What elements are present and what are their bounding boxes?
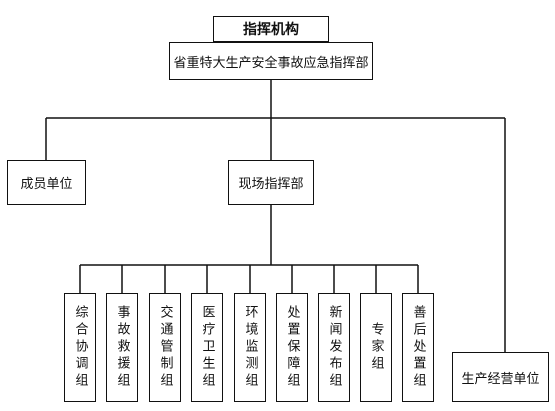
group-box-7: 新闻发布组: [318, 293, 350, 402]
group-box-6: 处置保障组: [276, 293, 308, 402]
group-box-4: 医疗卫生组: [191, 293, 223, 402]
member-units-box: 成员单位: [7, 160, 86, 205]
group-box-9: 善后处置组: [402, 293, 434, 402]
group-box-2: 事故救援组: [106, 293, 138, 402]
group-box-3: 交通管制组: [149, 293, 181, 402]
org-main-box: 省重特大生产安全事故应急指挥部: [169, 42, 373, 80]
org-top-box: 指挥机构: [213, 16, 329, 42]
field-command-box: 现场指挥部: [228, 160, 314, 205]
production-units-box: 生产经营单位: [452, 352, 549, 402]
group-box-1: 综合协调组: [64, 293, 96, 402]
group-box-5: 环境监测组: [234, 293, 266, 402]
group-box-8: 专家组: [360, 293, 392, 402]
